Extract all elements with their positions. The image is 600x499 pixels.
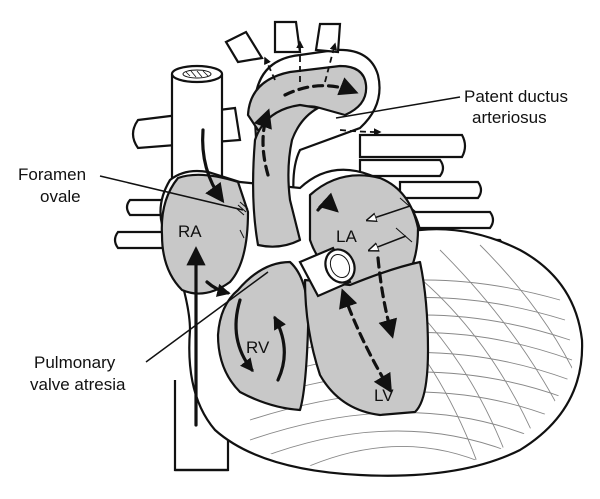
- leader-pulmonary-atresia: [145, 271, 269, 363]
- ductus-flow-arrow: [339, 128, 382, 136]
- pv-inflow-arrow-1: [368, 205, 411, 220]
- label-pulmonary-line1: Pulmonary: [34, 353, 116, 372]
- pulmonary-artery-branches: [358, 133, 467, 178]
- svc-flow-arrow: [201, 128, 225, 204]
- label-foramen-line2: ovale: [40, 187, 81, 206]
- arch-flow-arrow: [283, 77, 359, 97]
- label-patent-ductus-line2: arteriosus: [472, 108, 547, 127]
- leader-foramen-ovale: [99, 175, 244, 211]
- label-lv: LV: [374, 386, 394, 405]
- label-foramen-line1: Foramen: [18, 165, 86, 184]
- label-rv: RV: [246, 338, 270, 357]
- rv-flow-arrow-left: [234, 298, 254, 373]
- neck-arrow-1: [264, 56, 276, 81]
- arch-upflow-arrow: [253, 108, 272, 177]
- rv-flow-arrow-right: [273, 315, 286, 382]
- foramen-flow-arrow: [316, 192, 339, 213]
- lv-to-aorta-arrow: [339, 288, 392, 394]
- label-ra: RA: [178, 222, 202, 241]
- label-la: LA: [336, 227, 357, 246]
- ra-to-rv-arrow: [205, 280, 231, 297]
- label-patent-ductus-line1: Patent ductus: [464, 87, 568, 106]
- main-pulmonary-artery: [251, 103, 320, 248]
- right-atrium: [160, 173, 250, 295]
- label-pulmonary-line2: valve atresia: [30, 375, 126, 394]
- aortic-valve-ring: [298, 246, 356, 298]
- pv-inflow-arrow-2: [370, 235, 407, 250]
- leader-patent-ductus: [335, 96, 461, 119]
- neck-arrow-3: [324, 42, 338, 83]
